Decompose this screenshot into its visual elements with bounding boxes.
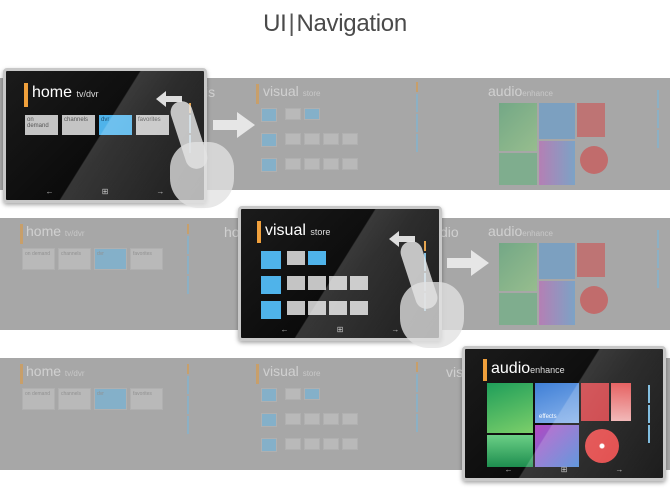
visual-tile[interactable] [287,251,305,265]
page-title: UI|Navigation [0,10,670,38]
audio-turntable-icon[interactable] [585,429,619,463]
transition-arrow-icon [447,250,489,276]
visual-tile[interactable] [329,276,347,290]
visual-tile[interactable] [350,276,368,290]
visual-tile[interactable] [308,301,326,315]
back-icon[interactable]: ← [504,464,513,474]
visual-tile-photo[interactable] [261,301,281,319]
home-subtitle: tv/dvr [76,89,99,99]
visual-subtitle: store [310,227,331,237]
ghost-home-screen-3: home tv/dvr on demand channels dvr favor… [20,358,195,470]
forward-icon[interactable]: → [156,186,165,196]
audio-equalizer-bars[interactable] [487,435,533,467]
audio-title: audio [491,360,531,377]
forward-icon[interactable]: → [615,464,624,474]
ghost-visual-screen-3: visual store [256,358,421,470]
visual-tile[interactable] [350,301,368,315]
title-part-navigation: Navigation [296,10,407,37]
swipe-hand-icon [380,238,470,352]
audio-pad-grid[interactable] [487,383,533,433]
audio-subtitle: enhance [530,365,565,375]
windows-home-icon[interactable]: ⊞ [101,186,109,196]
audio-red-panel[interactable] [581,383,609,421]
ghost-audio-screen: audioenhance [484,78,670,190]
windows-home-icon[interactable]: ⊞ [560,464,568,474]
audio-effects-tile[interactable]: effects [535,383,579,423]
forward-icon[interactable]: → [391,324,400,334]
swipe-left-arrow-icon [389,231,415,247]
home-tile-favorites[interactable]: favorites [136,115,169,135]
ghost-home-screen: home tv/dvr on demand channels dvr favor… [20,218,195,330]
visual-tile[interactable] [308,251,326,265]
visual-tile[interactable] [287,276,305,290]
visual-title: visual [265,222,306,239]
visual-tile-media[interactable] [261,276,281,294]
home-tile-on-demand[interactable]: on demand [25,115,58,135]
transition-arrow-icon [213,112,255,138]
home-tile-dvr[interactable]: dvr [99,115,132,135]
ghost-visual-screen: visual store [256,78,421,190]
swipe-hand-icon [150,98,240,210]
visual-tile[interactable] [287,301,305,315]
visual-tile[interactable] [329,301,347,315]
title-part-ui: UI [263,10,287,37]
title-separator: | [288,10,295,37]
audio-side-panel[interactable] [611,383,631,421]
ghost-audio-screen-2: audioenhance [484,218,670,330]
audio-mixer-tile[interactable] [535,425,579,467]
back-icon[interactable]: ← [280,324,289,334]
windows-home-icon[interactable]: ⊞ [336,324,344,334]
home-title: home [32,84,73,101]
home-tile-channels[interactable]: channels [62,115,95,135]
swipe-left-arrow-icon [156,91,182,107]
visual-tile[interactable] [308,276,326,290]
device-audio-screen[interactable]: audioenhance effects ← ⊞ → [462,346,666,481]
back-icon[interactable]: ← [45,186,54,196]
visual-tile-tv[interactable] [261,251,281,269]
